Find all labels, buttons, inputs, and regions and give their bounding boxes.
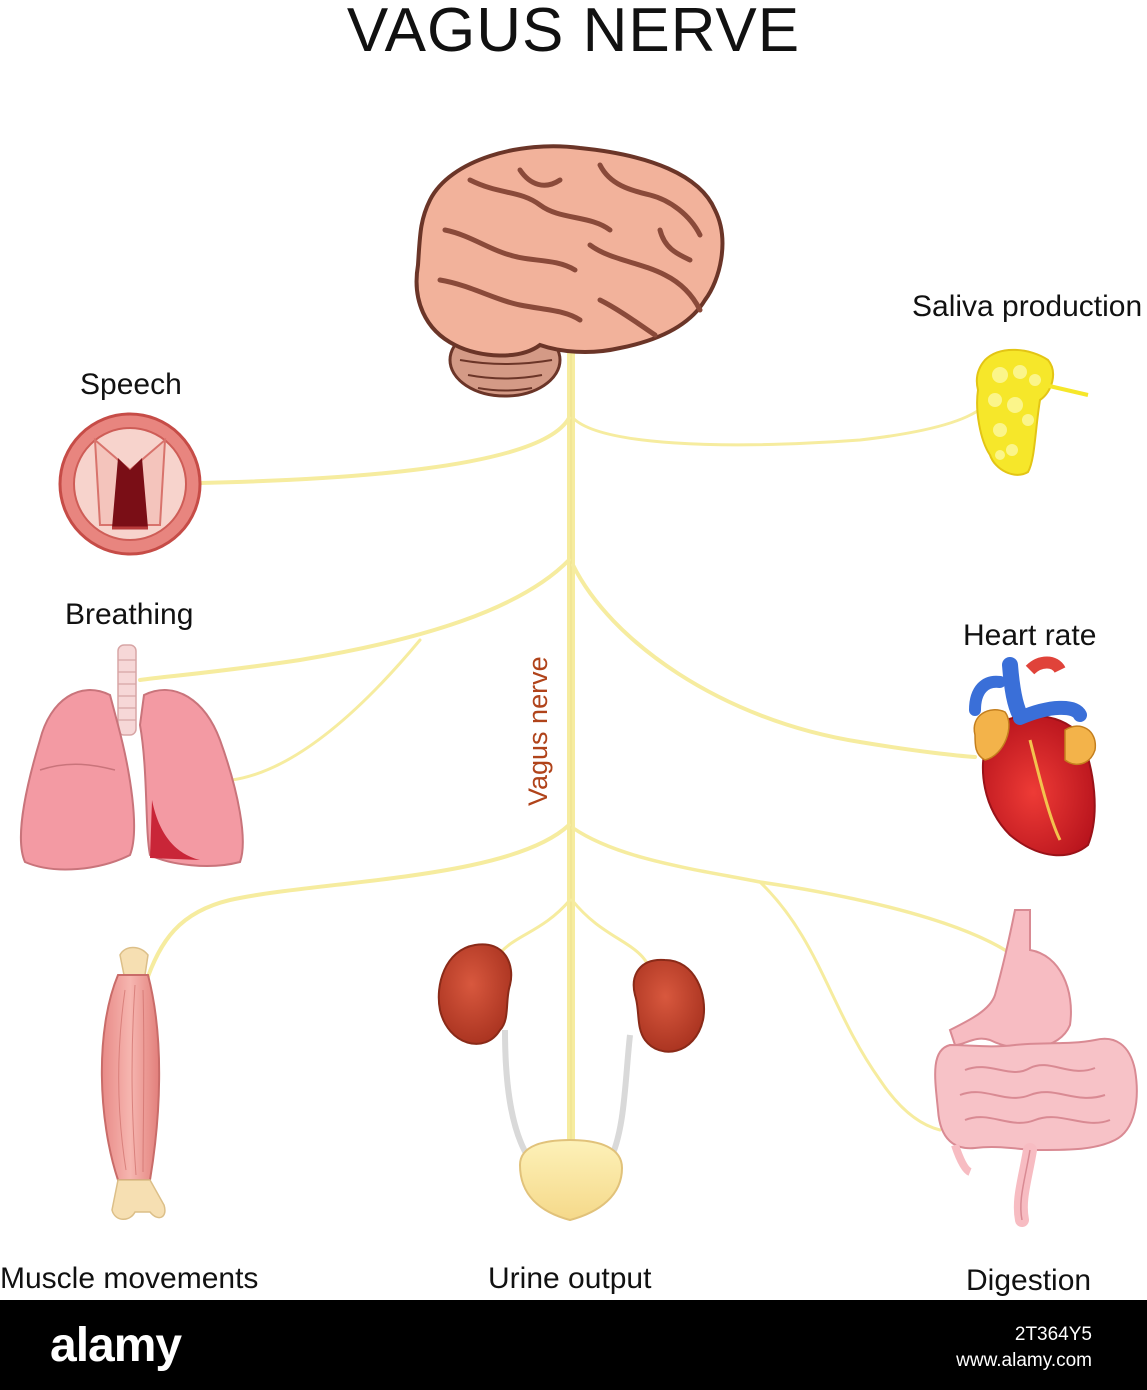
label-breathing: Breathing <box>65 598 194 631</box>
brain-illustration <box>414 144 725 398</box>
muscle-illustration <box>100 946 166 1220</box>
label-urine-output: Urine output <box>488 1262 652 1295</box>
nerve-branches <box>138 341 1037 1159</box>
lungs-illustration <box>20 644 244 871</box>
urinary-system-illustration <box>437 943 705 1222</box>
label-vagus-nerve: Vagus nerve <box>523 656 553 806</box>
image-reference: 2T364Y5 www.alamy.com <box>956 1322 1092 1373</box>
label-saliva-production: Saliva production <box>912 290 1143 323</box>
alamy-logo: alamy <box>50 1319 182 1372</box>
diagram-title: VAGUS NERVE <box>346 0 801 65</box>
salivary-gland-illustration <box>975 348 1089 476</box>
label-speech: Speech <box>80 368 182 401</box>
label-muscle-movements: Muscle movements <box>0 1262 259 1295</box>
label-heart-rate: Heart rate <box>963 619 1097 652</box>
watermark-footer: alamy 2T364Y5 www.alamy.com <box>0 1300 1147 1390</box>
label-digestion: Digestion <box>966 1264 1092 1297</box>
site-url: www.alamy.com <box>956 1349 1092 1371</box>
vagus-nerve-diagram <box>20 144 1138 1227</box>
image-id: 2T364Y5 <box>1014 1324 1092 1345</box>
digestive-tract-illustration <box>934 909 1138 1227</box>
larynx-illustration <box>58 412 202 556</box>
heart-illustration <box>969 656 1096 857</box>
